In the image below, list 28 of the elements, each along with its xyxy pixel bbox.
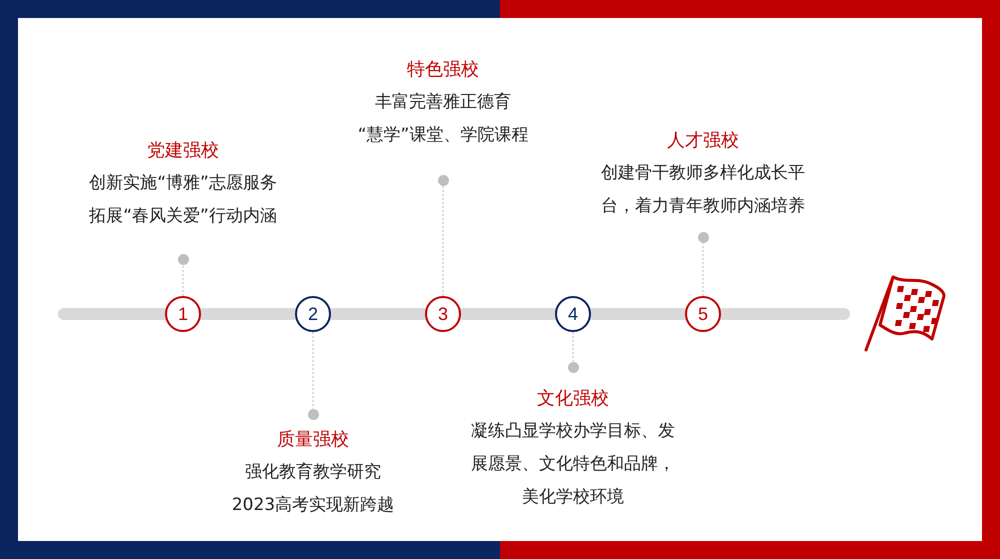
milestone-heading: 文化强校 [536,387,610,411]
leader-line [702,242,704,296]
milestone-heading: 人才强校 [666,129,740,153]
marker-dot [568,362,578,372]
step-circle: 1 [165,296,201,332]
step-circle: 2 [295,296,331,332]
milestone-text: 创建骨干教师多样化成长平台，着力青年教师内涵培养 [600,162,806,218]
milestone-text: 拓展“春风关爱”行动内涵 [88,205,278,228]
marker-dot [178,254,188,264]
milestone-text: 凝练凸显学校办学目标、发展愿景、文化特色和品牌，美化学校环境 [470,420,676,509]
leader-line [572,332,574,362]
step-circle: 4 [555,296,591,332]
milestone-text: “慧学”课堂、学院课程 [356,124,530,147]
milestone-text: 2023高考实现新跨越 [230,494,396,517]
milestone-text: 强化教育教学研究 [244,461,382,484]
milestone-text: 创新实施“博雅”志愿服务 [88,172,278,195]
step-circle: 5 [685,296,721,332]
leader-line [182,264,184,296]
milestone-text: 丰富完善雅正德育 [374,91,512,114]
milestone-heading: 特色强校 [406,58,480,82]
leader-line [442,185,444,296]
leader-line [312,332,314,409]
marker-dot [698,232,708,242]
marker-dot [308,408,318,420]
milestone-heading: 质量强校 [276,428,350,452]
marker-dot [438,174,448,186]
milestone-heading: 党建强校 [146,139,220,163]
step-circle: 3 [425,296,461,332]
